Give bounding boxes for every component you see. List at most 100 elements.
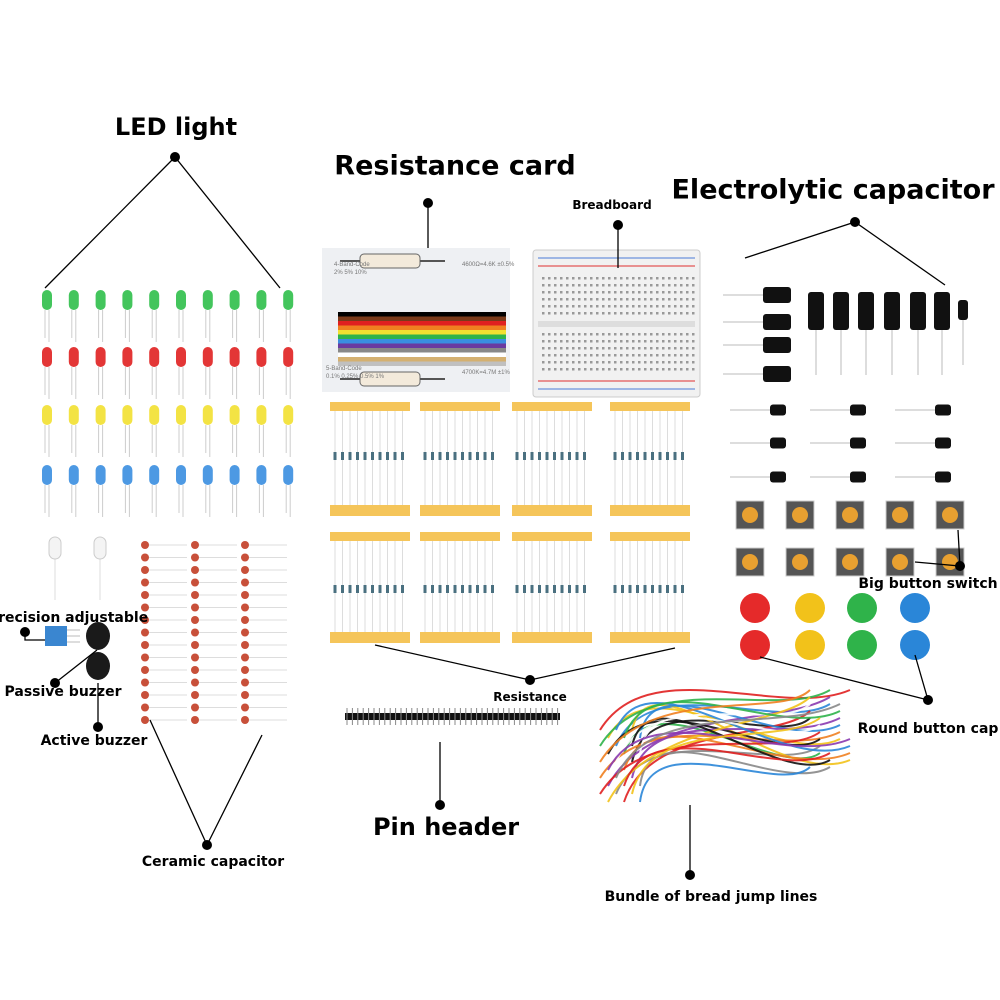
- resistor: [341, 585, 344, 593]
- led: [229, 405, 240, 425]
- breadboard-image: [532, 249, 701, 398]
- resistor: [483, 585, 487, 593]
- resistor: [468, 585, 472, 593]
- resistor: [621, 585, 624, 593]
- resistor: [393, 585, 397, 593]
- round-button-caps: [740, 593, 930, 660]
- led: [256, 465, 267, 485]
- ceramic-capacitor: [141, 716, 149, 724]
- jumper-wire: [599, 689, 831, 747]
- resistor: [583, 452, 586, 460]
- led: [229, 347, 240, 367]
- ceramic-capacitor: [141, 603, 149, 612]
- resistor: [621, 452, 624, 460]
- ceramic-capacitor: [191, 603, 199, 612]
- label-led-light: LED light: [114, 113, 238, 141]
- label-bundle-jump-lines: Bundle of bread jump lines: [604, 889, 818, 905]
- resistor: [636, 452, 639, 460]
- resistor: [636, 585, 639, 593]
- ceramic-capacitor: [141, 653, 149, 662]
- led: [229, 465, 240, 485]
- resistor: [666, 585, 669, 593]
- electrolytic-capacitor: [763, 366, 791, 382]
- ceramic-capacitor: [191, 591, 199, 599]
- label-electrolytic-capacitor: Electrolytic capacitor: [671, 174, 995, 206]
- ceramic-capacitor: [241, 641, 249, 649]
- white-led: [48, 536, 62, 560]
- card-5band-example: 4700K=4.7M ±1%: [462, 370, 510, 376]
- resistor: [423, 585, 427, 593]
- resistor: [371, 585, 374, 593]
- electrolytic-capacitor: [935, 404, 951, 416]
- resistor: [628, 452, 632, 460]
- led: [256, 290, 267, 310]
- electrolytic-capacitor: [850, 404, 866, 416]
- resistor: [468, 452, 472, 460]
- led: [256, 405, 267, 425]
- resistor: [446, 585, 449, 593]
- ceramic-capacitor: [241, 666, 249, 674]
- resistor: [651, 585, 654, 593]
- electrolytic-capacitor: [833, 292, 849, 330]
- resistor: [356, 585, 359, 593]
- white-led: [93, 536, 107, 560]
- round-button-cap: [847, 630, 877, 660]
- resistor: [356, 452, 359, 460]
- resistor: [643, 585, 647, 593]
- ceramic-capacitor: [191, 653, 199, 662]
- ceramic-capacitors: [141, 541, 287, 724]
- jumper-wire: [639, 762, 811, 803]
- led: [122, 347, 133, 367]
- led: [256, 347, 267, 367]
- ceramic-capacitor: [191, 566, 199, 574]
- resistor: [476, 585, 479, 593]
- led: [122, 290, 133, 310]
- ceramic-capacitor: [141, 616, 149, 624]
- label-big-button-switch: Big button switch: [858, 576, 998, 592]
- resistor: [538, 585, 541, 593]
- resistor: [651, 452, 654, 460]
- label-passive-buzzer: Passive buzzer: [4, 684, 122, 700]
- label-round-button-cap: Round button cap: [857, 721, 999, 737]
- led: [149, 465, 160, 485]
- resistor: [461, 452, 464, 460]
- resistor: [371, 452, 374, 460]
- electrolytic-capacitor: [858, 292, 874, 330]
- led: [95, 465, 106, 485]
- resistor: [553, 585, 556, 593]
- tactile-buttons: [735, 500, 965, 577]
- round-button-cap: [740, 630, 770, 660]
- led: [95, 290, 106, 310]
- buzzers: [86, 622, 110, 680]
- resistor: [628, 585, 632, 593]
- ceramic-capacitor: [141, 553, 149, 562]
- ceramic-capacitor: [241, 541, 249, 549]
- tactile-button: [885, 547, 915, 577]
- led: [122, 465, 133, 485]
- resistor: [378, 585, 382, 593]
- electrolytic-capacitor: [763, 337, 791, 353]
- resistor: [491, 452, 494, 460]
- jumper-wire: [631, 717, 831, 766]
- resistor: [401, 585, 404, 593]
- ceramic-capacitor: [241, 591, 249, 599]
- resistor: [438, 452, 442, 460]
- electrolytic-capacitor: [934, 292, 950, 330]
- jumper-wire: [639, 716, 821, 755]
- electrolytic-capacitor: [958, 300, 968, 320]
- led: [42, 465, 52, 485]
- led: [176, 290, 186, 310]
- resistor: [438, 585, 442, 593]
- resistor: [378, 452, 382, 460]
- resistor: [560, 585, 564, 593]
- leader-dots: [20, 152, 965, 880]
- electrolytic-capacitor: [850, 471, 866, 483]
- resistor: [476, 452, 479, 460]
- pin-header-image: [345, 708, 560, 725]
- led: [42, 290, 52, 310]
- resistor: [348, 585, 352, 593]
- resistor: [658, 585, 662, 593]
- ceramic-capacitor: [191, 578, 199, 587]
- led: [283, 347, 294, 367]
